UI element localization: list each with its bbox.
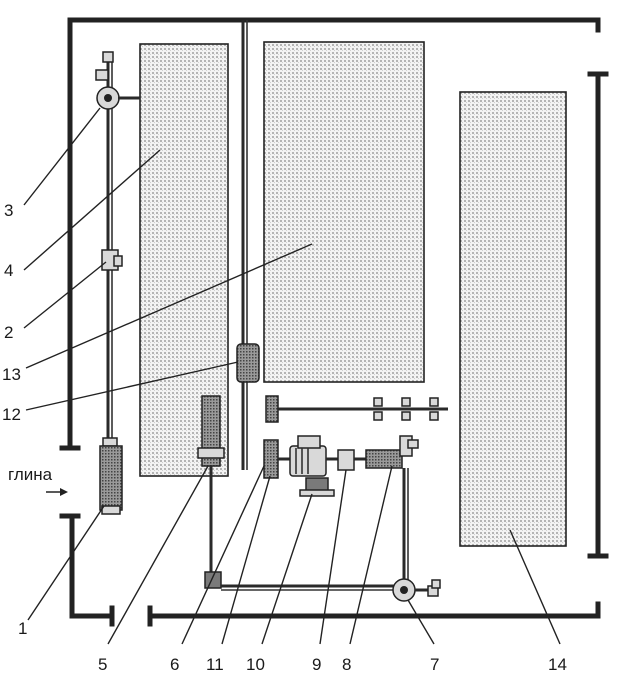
left-pipe-assembly <box>95 51 140 515</box>
filter-12 <box>236 343 260 383</box>
building-walls <box>59 17 609 627</box>
label-14: 14 <box>548 655 567 674</box>
label-9: 9 <box>312 655 321 674</box>
label-3: 3 <box>4 201 13 220</box>
mixer-8 <box>365 435 419 469</box>
column-5 <box>197 395 396 591</box>
motor-10 <box>289 435 335 497</box>
pump-1 <box>99 437 123 515</box>
label-4: 4 <box>4 261 13 280</box>
label-11: 11 <box>206 655 224 674</box>
clay-inlet: глина <box>8 465 68 496</box>
center-pipe <box>236 20 260 470</box>
tank-13 <box>263 41 425 383</box>
label-10: 10 <box>246 655 265 674</box>
tank-14 <box>459 91 567 547</box>
label-5: 5 <box>98 655 107 674</box>
valve-7 <box>392 578 441 602</box>
upper-shaft <box>265 395 448 423</box>
drive-train <box>263 435 419 580</box>
number-labels: 3 4 2 13 12 1 5 6 11 10 9 8 7 14 <box>2 201 567 674</box>
leader-lines <box>23 107 561 645</box>
label-12: 12 <box>2 405 21 424</box>
gearbox-9 <box>337 449 355 471</box>
label-8: 8 <box>342 655 351 674</box>
label-1: 1 <box>18 619 27 638</box>
coupling-11 <box>263 439 279 479</box>
label-7: 7 <box>430 655 439 674</box>
label-2: 2 <box>4 323 13 342</box>
label-13: 13 <box>2 365 21 384</box>
label-6: 6 <box>170 655 179 674</box>
inlet-label: глина <box>8 465 53 484</box>
